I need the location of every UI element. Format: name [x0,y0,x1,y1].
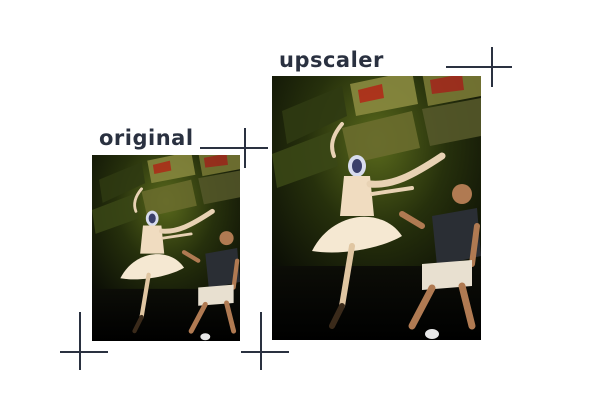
upscaled-photo [272,76,481,340]
photo-illustration-icon [272,76,481,340]
original-label: original [99,126,194,150]
upscaler-label: upscaler [279,48,384,72]
original-photo [92,155,240,341]
photo-illustration-icon [92,155,240,341]
